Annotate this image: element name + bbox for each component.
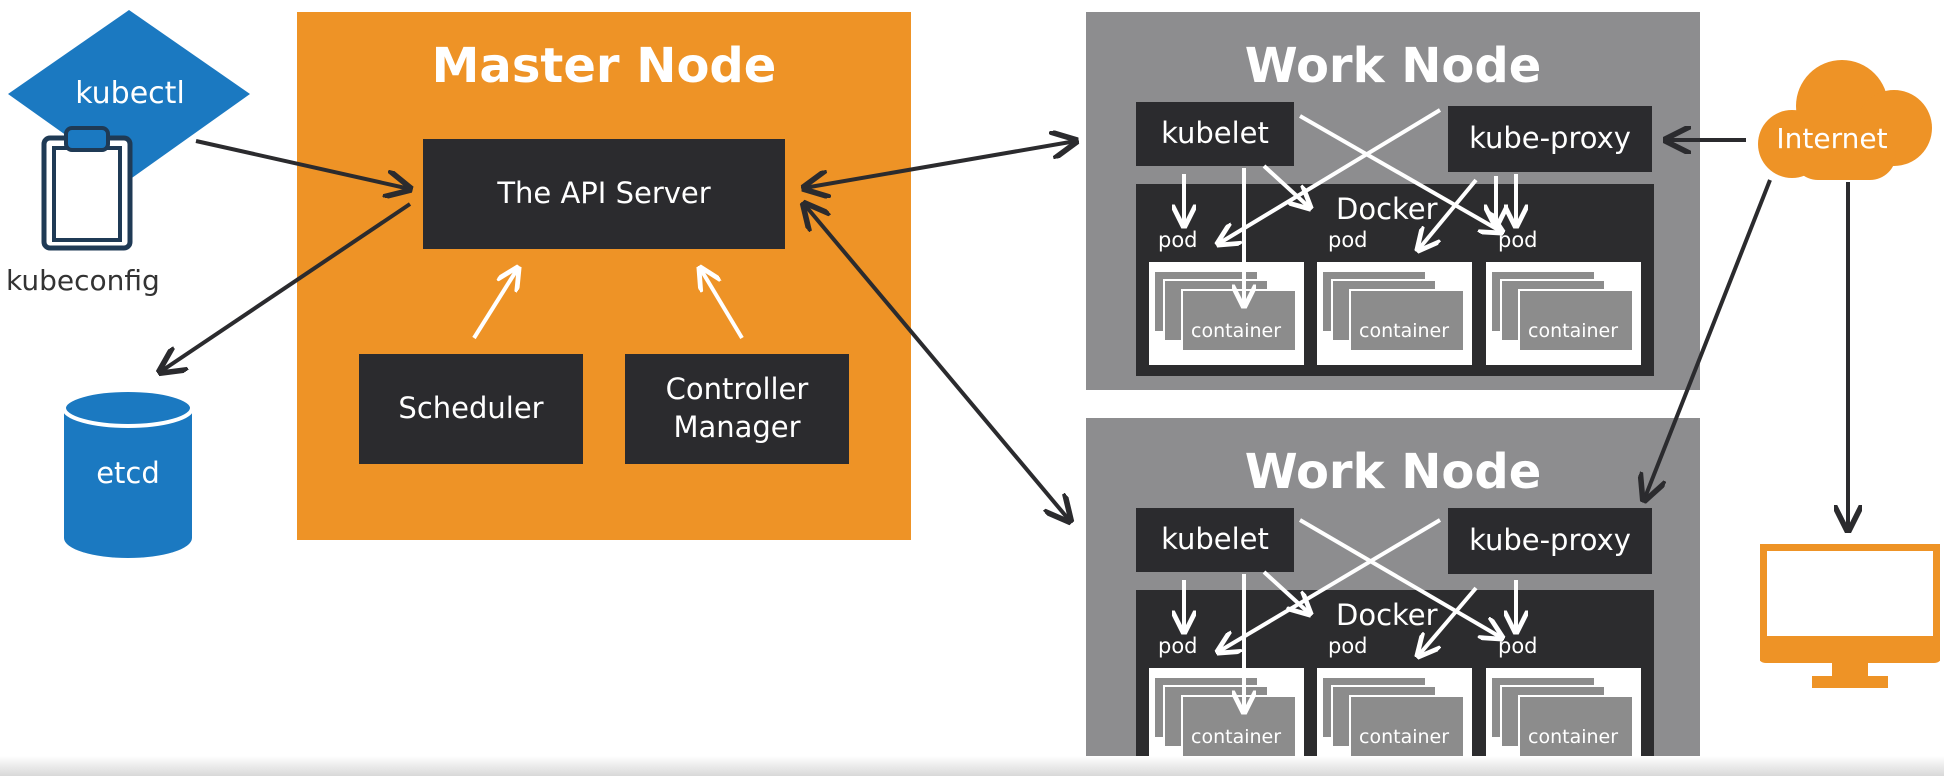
container-label: container — [1191, 726, 1282, 748]
pod: container — [1486, 668, 1641, 771]
arrow-internet-to-worknode2 — [1644, 179, 1772, 500]
docker-engine: Docker pod pod pod container container c… — [1136, 590, 1654, 776]
pod-label: pod — [1328, 228, 1368, 252]
api-server: The API Server — [423, 139, 785, 249]
arrow-controller-to-api — [700, 268, 744, 340]
internet-label: Internet — [1776, 122, 1888, 155]
kubelet: kubelet — [1136, 508, 1294, 572]
clipboard-icon — [40, 124, 134, 252]
pod-label: pod — [1158, 634, 1198, 658]
kubectl-label: kubectl — [75, 76, 185, 111]
pod: container — [1317, 262, 1472, 365]
arrow-api-worknode2 — [804, 204, 1070, 521]
etcd-database-icon — [62, 388, 194, 560]
kube-proxy: kube-proxy — [1448, 508, 1652, 574]
cloud-icon — [1744, 56, 1944, 182]
container-label: container — [1528, 320, 1619, 342]
container-label: container — [1359, 320, 1450, 342]
container-label: container — [1528, 726, 1619, 748]
work-node-title: Work Node — [1244, 38, 1542, 94]
docker-label: Docker — [1336, 598, 1438, 632]
pod: container — [1149, 668, 1304, 771]
arrow-api-to-etcd — [160, 202, 412, 372]
docker-label: Docker — [1336, 192, 1438, 226]
kubelet: kubelet — [1136, 102, 1294, 166]
work-node-title: Work Node — [1244, 444, 1542, 500]
kubeconfig-label: kubeconfig — [6, 264, 160, 297]
arrow-scheduler-to-api — [472, 268, 518, 340]
pod: container — [1317, 668, 1472, 771]
kubectl-icon — [8, 10, 250, 190]
arrow-kubectl-to-api — [195, 139, 410, 189]
container-label: container — [1359, 726, 1450, 748]
work-node: Work Node kubelet kube-proxy Docker pod … — [1086, 418, 1700, 776]
arrow-api-worknode1 — [804, 141, 1076, 188]
pod: container — [1486, 262, 1641, 365]
docker-engine: Docker pod pod pod container container c… — [1136, 184, 1654, 376]
video-bottom-bar — [0, 756, 1944, 776]
monitor-icon — [1757, 541, 1943, 694]
pod-label: pod — [1158, 228, 1198, 252]
work-node: Work Node kubelet kube-proxy Docker pod … — [1086, 12, 1700, 390]
container-label: container — [1191, 320, 1282, 342]
scheduler: Scheduler — [359, 354, 583, 464]
kube-proxy: kube-proxy — [1448, 106, 1652, 172]
pod-label: pod — [1328, 634, 1368, 658]
etcd-label: etcd — [96, 456, 160, 490]
master-node-title: Master Node — [431, 38, 777, 94]
